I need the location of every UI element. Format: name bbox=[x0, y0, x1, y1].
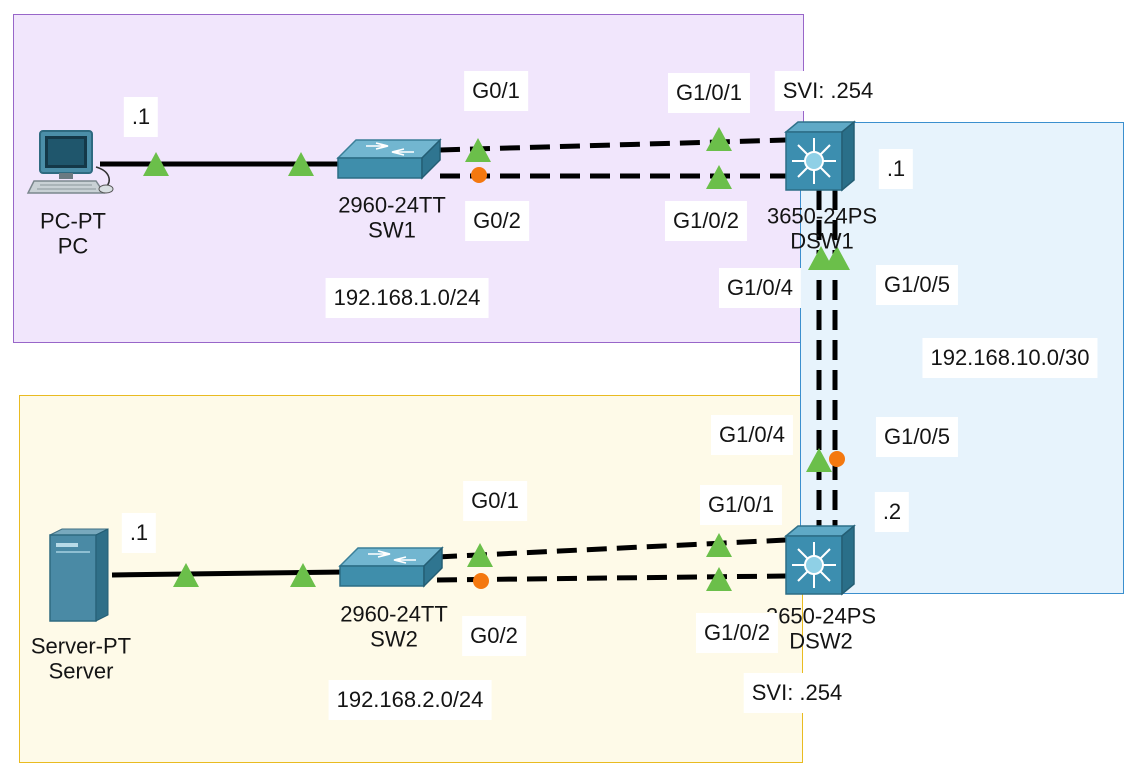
link-sw2-dsw2-a bbox=[436, 537, 787, 560]
server-model: Server-PT bbox=[30, 633, 132, 659]
link-sw2-dsw2-b bbox=[436, 573, 787, 583]
sw1-g01-label: G0/1 bbox=[464, 71, 528, 111]
dsw2-svi-label: SVI: .254 bbox=[743, 673, 851, 713]
port-up-indicator bbox=[706, 533, 732, 557]
lan1-network-label: 192.168.1.0/24 bbox=[325, 278, 489, 318]
dsw1-model: 3650-24PS bbox=[766, 203, 878, 229]
port-up-indicator bbox=[173, 563, 199, 587]
port-up-indicator bbox=[806, 448, 832, 472]
port-blocked-indicator bbox=[829, 451, 845, 467]
sw1-label: 2960-24TT SW1 bbox=[338, 193, 446, 244]
dsw1-g104-label: G1/0/4 bbox=[718, 268, 802, 308]
sw1-switch-icon[interactable] bbox=[336, 138, 442, 182]
server-name: Server bbox=[48, 659, 114, 684]
server-icon[interactable] bbox=[46, 527, 112, 623]
port-up-indicator bbox=[465, 138, 491, 162]
sw2-label: 2960-24TT SW2 bbox=[340, 602, 448, 653]
port-blocked-indicators bbox=[471, 167, 845, 589]
sw2-name: SW2 bbox=[370, 627, 418, 652]
dsw2-model: 3650-24PS bbox=[765, 603, 877, 629]
dsw2-name: DSW2 bbox=[789, 629, 853, 654]
port-up-indicator bbox=[706, 165, 732, 189]
sw2-g01-label: G0/1 bbox=[463, 481, 527, 521]
port-up-indicator bbox=[467, 543, 493, 567]
transit-network-label: 192.168.10.0/30 bbox=[922, 338, 1098, 378]
pc-model: PC-PT bbox=[40, 208, 106, 234]
server-label: Server-PT Server bbox=[31, 634, 131, 685]
sw1-name: SW1 bbox=[368, 218, 416, 243]
port-up-indicators bbox=[143, 127, 850, 591]
dsw1-ip-label: .1 bbox=[878, 149, 914, 189]
dsw1-g105-label: G1/0/5 bbox=[875, 265, 959, 305]
dsw2-g104-label: G1/0/4 bbox=[710, 415, 794, 455]
sw1-g02-label: G0/2 bbox=[465, 201, 529, 241]
dsw1-label: 3650-24PS DSW1 bbox=[767, 204, 877, 255]
dsw2-g102-label: G1/0/2 bbox=[695, 613, 779, 653]
lan2-network-label: 192.168.2.0/24 bbox=[328, 680, 492, 720]
dsw1-multilayer-switch-icon[interactable] bbox=[784, 120, 856, 192]
link-sw1-dsw1-a bbox=[439, 137, 787, 153]
dsw1-g101-label: G1/0/1 bbox=[667, 73, 751, 113]
port-blocked-indicator bbox=[471, 167, 487, 183]
sw2-model: 2960-24TT bbox=[340, 601, 448, 627]
dsw2-ip-label: .2 bbox=[874, 492, 910, 532]
sw2-g02-label: G0/2 bbox=[462, 616, 526, 656]
dsw2-multilayer-switch-icon[interactable] bbox=[784, 524, 856, 596]
dsw1-name: DSW1 bbox=[790, 229, 854, 254]
port-up-indicator bbox=[706, 567, 732, 591]
dsw2-g101-label: G1/0/1 bbox=[699, 485, 783, 525]
pc-name: PC bbox=[57, 234, 89, 259]
server-ip-label: .1 bbox=[121, 513, 157, 553]
pc-label: PC-PT PC bbox=[40, 209, 106, 260]
port-up-indicator bbox=[143, 152, 169, 176]
port-up-indicator bbox=[706, 127, 732, 151]
dsw2-label: 3650-24PS DSW2 bbox=[766, 604, 876, 655]
port-up-indicator bbox=[290, 563, 316, 587]
sw2-switch-icon[interactable] bbox=[338, 546, 444, 590]
sw1-model: 2960-24TT bbox=[338, 192, 446, 218]
pc-icon[interactable] bbox=[26, 127, 120, 201]
link-server-sw2 bbox=[111, 569, 346, 578]
dsw2-g105-label: G1/0/5 bbox=[875, 417, 959, 457]
port-up-indicator bbox=[288, 152, 314, 176]
port-blocked-indicator bbox=[473, 573, 489, 589]
dsw1-g102-label: G1/0/2 bbox=[664, 201, 748, 241]
pc-ip-label: .1 bbox=[123, 97, 159, 137]
dsw1-svi-label: SVI: .254 bbox=[774, 71, 882, 111]
port-up-indicator bbox=[824, 246, 850, 270]
